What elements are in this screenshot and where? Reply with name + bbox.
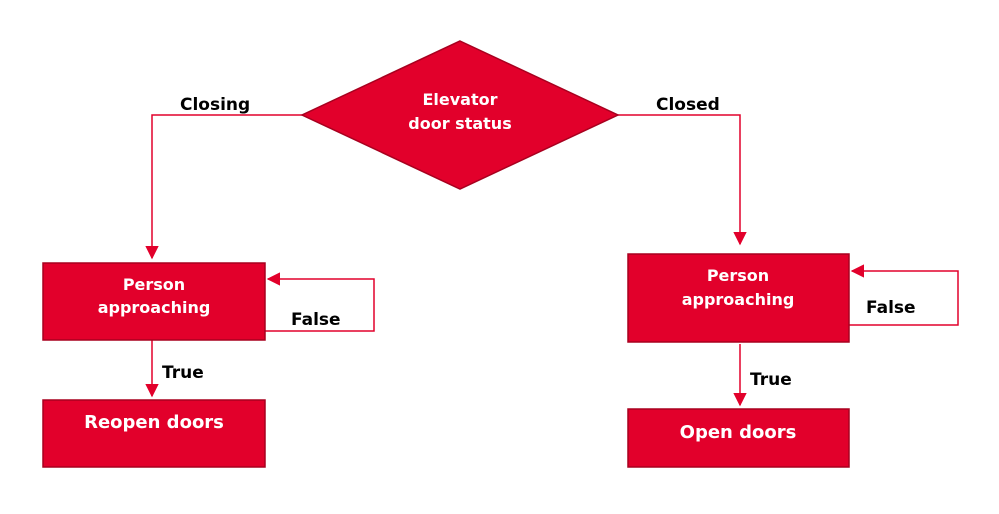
right-action-box <box>627 408 850 468</box>
right-action-label: Open doors <box>680 422 797 443</box>
right-check-node: Person approaching <box>627 253 850 343</box>
closing-label: Closing <box>180 95 250 115</box>
edge-labels: Closing Closed False False True True <box>162 95 916 390</box>
edge-closed <box>618 114 747 246</box>
left-false-label: False <box>291 310 341 330</box>
right-check-line1: Person <box>707 266 769 285</box>
decision-diamond <box>300 40 620 190</box>
closed-label: Closed <box>656 95 720 115</box>
right-check-box <box>627 253 850 343</box>
left-action-label: Reopen doors <box>84 412 224 433</box>
edge-right-false-loop <box>849 264 959 326</box>
left-check-box <box>42 262 266 341</box>
right-false-label: False <box>866 298 916 318</box>
left-action-node: Reopen doors <box>42 399 266 468</box>
right-true-label: True <box>750 370 792 390</box>
left-check-node: Person approaching <box>42 262 266 341</box>
edge-closing <box>145 114 302 260</box>
left-true-label: True <box>162 363 204 383</box>
left-action-box <box>42 399 266 468</box>
left-check-line1: Person <box>123 275 185 294</box>
decision-node: Elevator door status <box>300 40 620 190</box>
decision-label-line1: Elevator <box>422 90 497 109</box>
edges <box>145 114 959 407</box>
left-check-line2: approaching <box>98 298 211 317</box>
edge-left-false-loop <box>265 272 375 332</box>
decision-label-line2: door status <box>408 114 511 133</box>
right-check-line2: approaching <box>682 290 795 309</box>
right-action-node: Open doors <box>627 408 850 468</box>
